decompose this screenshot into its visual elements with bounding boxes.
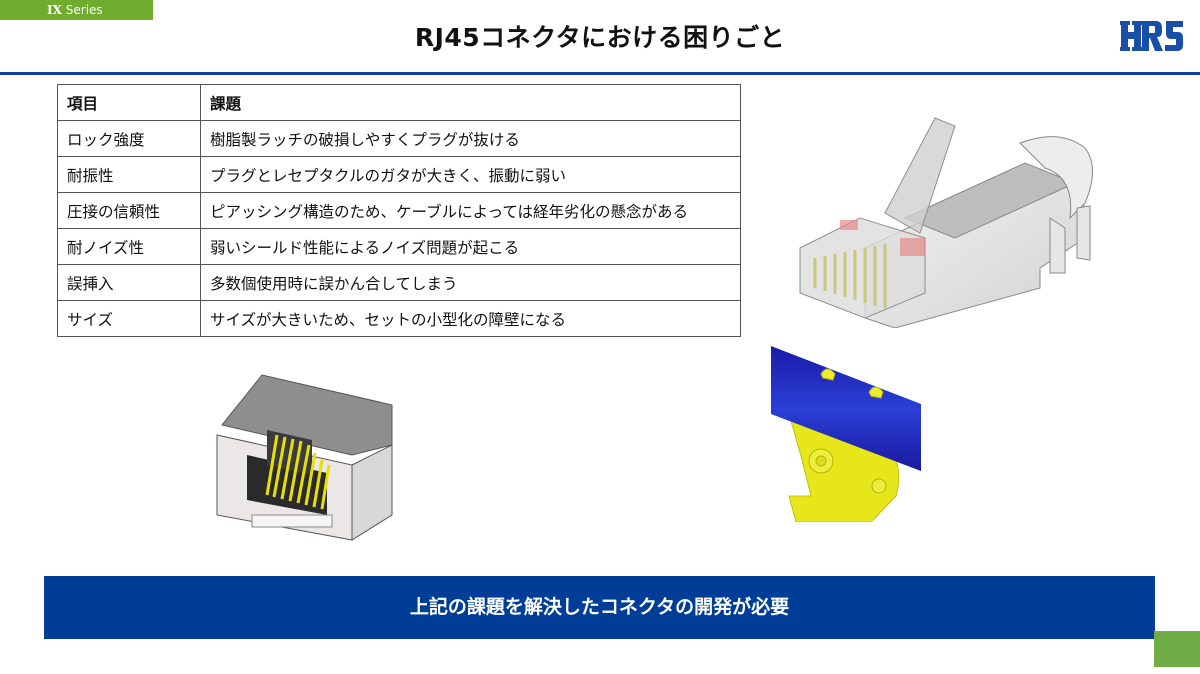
series-tag: IX Series bbox=[0, 0, 153, 20]
item-cell: 圧接の信頼性 bbox=[57, 192, 201, 229]
rj45-plug-image bbox=[799, 117, 1093, 328]
item-cell: 耐振性 bbox=[57, 156, 201, 193]
series-label: Series bbox=[65, 3, 103, 17]
table-row: ロック強度 樹脂製ラッチの破損しやすくプラグが抜ける bbox=[57, 120, 741, 157]
table-row: 圧接の信頼性 ピアッシング構造のため、ケーブルによっては経年劣化の懸念がある bbox=[57, 192, 741, 229]
issue-cell: ピアッシング構造のため、ケーブルによっては経年劣化の懸念がある bbox=[200, 192, 741, 229]
item-cell: ロック強度 bbox=[57, 120, 201, 157]
issues-table: 項目 課題 ロック強度 樹脂製ラッチの破損しやすくプラグが抜ける 耐振性 プラグ… bbox=[57, 84, 741, 337]
latch-section-image bbox=[771, 346, 921, 522]
issue-cell: 多数個使用時に誤かん合してしまう bbox=[200, 264, 741, 301]
rj45-jack-image bbox=[216, 374, 393, 541]
item-cell: サイズ bbox=[57, 300, 201, 337]
issue-cell: プラグとレセプタクルのガタが大きく、振動に弱い bbox=[200, 156, 741, 193]
table-row: 誤挿入 多数個使用時に誤かん合してしまう bbox=[57, 264, 741, 301]
item-cell: 誤挿入 bbox=[57, 264, 201, 301]
issue-cell: 弱いシールド性能によるノイズ問題が起こる bbox=[200, 228, 741, 265]
issue-cell: 樹脂製ラッチの破損しやすくプラグが抜ける bbox=[200, 120, 741, 157]
page-title: RJ45コネクタにおける困りごと bbox=[414, 23, 786, 52]
table-row: 耐振性 プラグとレセプタクルのガタが大きく、振動に弱い bbox=[57, 156, 741, 193]
conclusion-banner: 上記の課題を解決したコネクタの開発が必要 bbox=[44, 576, 1155, 639]
table-header-row: 項目 課題 bbox=[57, 84, 741, 121]
item-cell: 耐ノイズ性 bbox=[57, 228, 201, 265]
table-row: 耐ノイズ性 弱いシールド性能によるノイズ問題が起こる bbox=[57, 228, 741, 265]
series-prefix: IX bbox=[47, 3, 62, 17]
hrs-logo bbox=[1120, 21, 1183, 51]
column-header-item: 項目 bbox=[57, 84, 201, 121]
corner-accent bbox=[1154, 631, 1200, 667]
column-header-issue: 課題 bbox=[200, 84, 741, 121]
issue-cell: サイズが大きいため、セットの小型化の障壁になる bbox=[200, 300, 741, 337]
table-row: サイズ サイズが大きいため、セットの小型化の障壁になる bbox=[57, 300, 741, 337]
header-divider bbox=[0, 72, 1200, 75]
